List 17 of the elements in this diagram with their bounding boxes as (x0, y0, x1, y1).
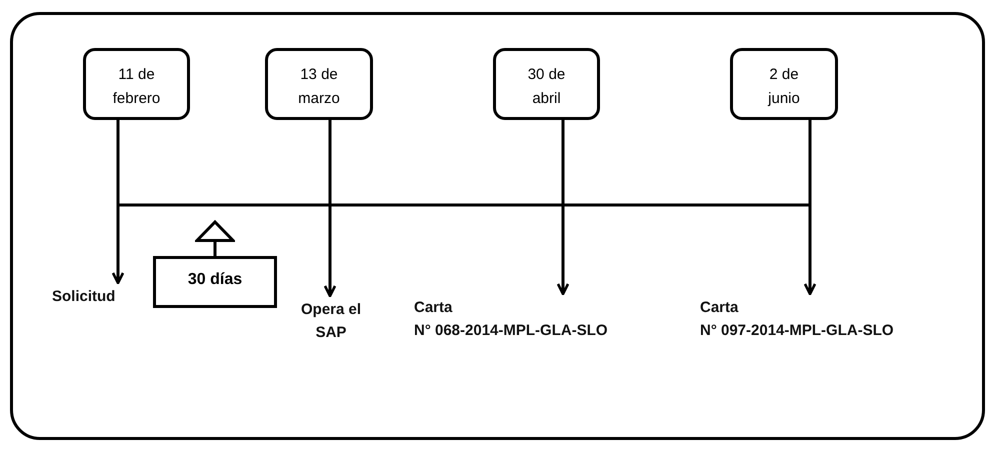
arrow (804, 120, 816, 296)
event-label: Opera el SAP (290, 298, 372, 348)
event-label: Carta (700, 298, 740, 318)
event-label: N° 068-2014-MPL-GLA-SLO (414, 321, 609, 341)
arrow (324, 120, 336, 298)
date-box: 11 de febrero (83, 48, 190, 120)
event-label: Solicitud (52, 285, 148, 311)
block-arrow (196, 220, 234, 256)
date-box: 13 de marzo (265, 48, 373, 120)
date-box: 2 de junio (730, 48, 838, 120)
arrow (112, 120, 124, 284)
event-label: N° 097-2014-MPL-GLA-SLO (700, 321, 895, 341)
arrow (556, 120, 570, 296)
duration-box: 30 días (153, 256, 277, 308)
event-label: Carta (414, 298, 454, 318)
date-box: 30 de abril (493, 48, 600, 120)
frame-box (10, 12, 985, 440)
